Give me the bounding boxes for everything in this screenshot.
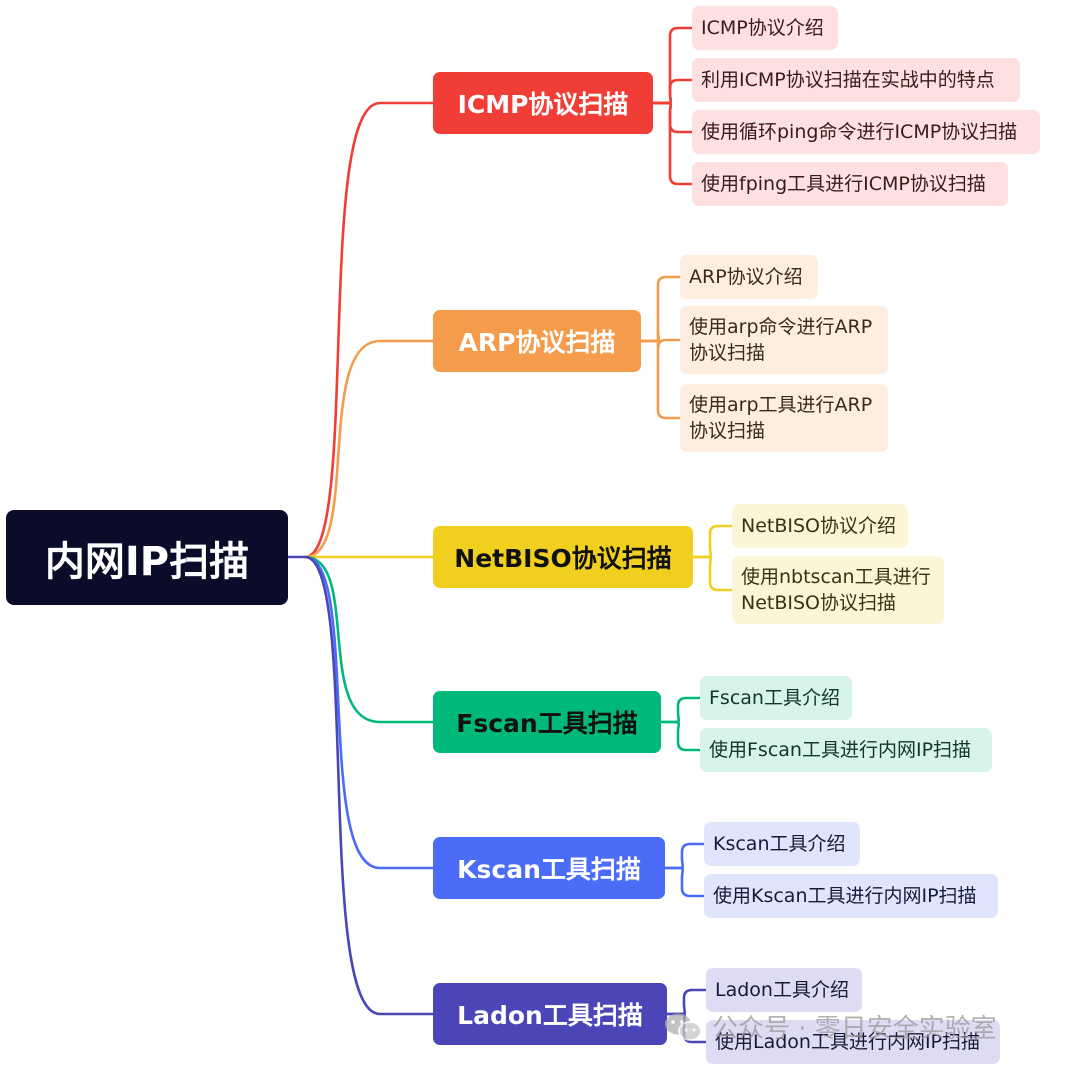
branch-label: ARP协议扫描: [458, 328, 616, 357]
leaf-label: 使用arp工具进行ARP 协议扫描: [689, 394, 873, 442]
branch-label: NetBISO协议扫描: [454, 544, 672, 573]
watermark: 公众号 · 零日安全实验室: [664, 1008, 997, 1045]
leaf-node[interactable]: Ladon工具介绍: [706, 968, 862, 1012]
leaf-label: 使用fping工具进行ICMP协议扫描: [701, 173, 986, 195]
leaf-link-4-0: [663, 842, 706, 870]
root-label: 内网IP扫描: [44, 538, 250, 585]
branch-node[interactable]: Kscan工具扫描: [433, 837, 665, 899]
leaf-link-1-2: [639, 339, 682, 420]
leaf-link-1-0: [639, 275, 682, 343]
leaf-node[interactable]: Kscan工具介绍: [704, 822, 860, 866]
leaf-node[interactable]: 使用arp工具进行ARP 协议扫描: [680, 384, 888, 452]
leaf-label: 使用Kscan工具进行内网IP扫描: [713, 885, 977, 907]
leaf-node[interactable]: ARP协议介绍: [680, 255, 818, 299]
branch-node[interactable]: Fscan工具扫描: [433, 691, 661, 753]
watermark-text: 公众号 · 零日安全实验室: [712, 1014, 997, 1044]
leaf-label: ARP协议介绍: [689, 266, 803, 288]
branch-label: ICMP协议扫描: [457, 90, 629, 119]
leaf-node[interactable]: 利用ICMP协议扫描在实战中的特点: [692, 58, 1020, 102]
leaf-node[interactable]: 使用循环ping命令进行ICMP协议扫描: [692, 110, 1040, 154]
leaf-node[interactable]: 使用fping工具进行ICMP协议扫描: [692, 162, 1008, 206]
branch-link-4: [303, 555, 435, 870]
leaf-node[interactable]: 使用arp命令进行ARP 协议扫描: [680, 306, 888, 374]
branch-node[interactable]: Ladon工具扫描: [433, 983, 667, 1045]
leaf-link-0-2: [651, 101, 694, 134]
leaf-node[interactable]: 使用Ladon工具进行内网IP扫描: [706, 1020, 1000, 1064]
leaf-link-3-0: [659, 696, 702, 724]
leaf-label: Kscan工具介绍: [713, 833, 846, 855]
leaf-link-1-1: [639, 330, 682, 349]
leaf-link-0-1: [651, 78, 694, 105]
leaf-node[interactable]: NetBISO协议介绍: [732, 504, 908, 548]
leaf-label: 使用Ladon工具进行内网IP扫描: [715, 1031, 981, 1053]
wechat-icon: [664, 1012, 702, 1042]
leaf-link-4-1: [663, 866, 706, 898]
branch-node[interactable]: ARP协议扫描: [433, 310, 641, 372]
branch-label: Ladon工具扫描: [457, 1001, 643, 1030]
leaf-node[interactable]: 使用nbtscan工具进行 NetBISO协议扫描: [732, 556, 944, 624]
branch-label: Kscan工具扫描: [457, 855, 641, 884]
branch-link-5: [303, 555, 435, 1016]
branch-node[interactable]: ICMP协议扫描: [433, 72, 653, 134]
leaf-label: NetBISO协议介绍: [741, 515, 897, 537]
branch-node[interactable]: NetBISO协议扫描: [433, 526, 693, 588]
leaf-link-0-3: [651, 101, 694, 186]
branch-link-0: [303, 101, 435, 559]
leaf-node[interactable]: ICMP协议介绍: [692, 6, 838, 50]
leaf-label: 使用nbtscan工具进行 NetBISO协议扫描: [741, 566, 931, 614]
leaf-node[interactable]: 使用Fscan工具进行内网IP扫描: [700, 728, 992, 772]
leaf-node[interactable]: 使用Kscan工具进行内网IP扫描: [704, 874, 998, 918]
leaf-label: 使用Fscan工具进行内网IP扫描: [709, 739, 972, 761]
branch-link-1: [303, 339, 435, 559]
branch-link-3: [303, 555, 435, 724]
leaf-link-0-0: [651, 26, 694, 105]
leaf-node[interactable]: Fscan工具介绍: [700, 676, 852, 720]
leaf-link-3-1: [659, 720, 702, 752]
leaf-label: Ladon工具介绍: [715, 979, 849, 1001]
branch-label: Fscan工具扫描: [456, 709, 638, 738]
leaf-label: 使用arp命令进行ARP 协议扫描: [689, 316, 873, 364]
leaf-label: 使用循环ping命令进行ICMP协议扫描: [701, 121, 1018, 143]
leaf-label: Fscan工具介绍: [709, 687, 840, 709]
leaf-label: 利用ICMP协议扫描在实战中的特点: [701, 69, 995, 91]
leaf-label: ICMP协议介绍: [701, 17, 824, 39]
leaf-link-2-1: [691, 555, 734, 592]
leaf-link-2-0: [691, 524, 734, 559]
root-node[interactable]: 内网IP扫描: [6, 510, 288, 605]
